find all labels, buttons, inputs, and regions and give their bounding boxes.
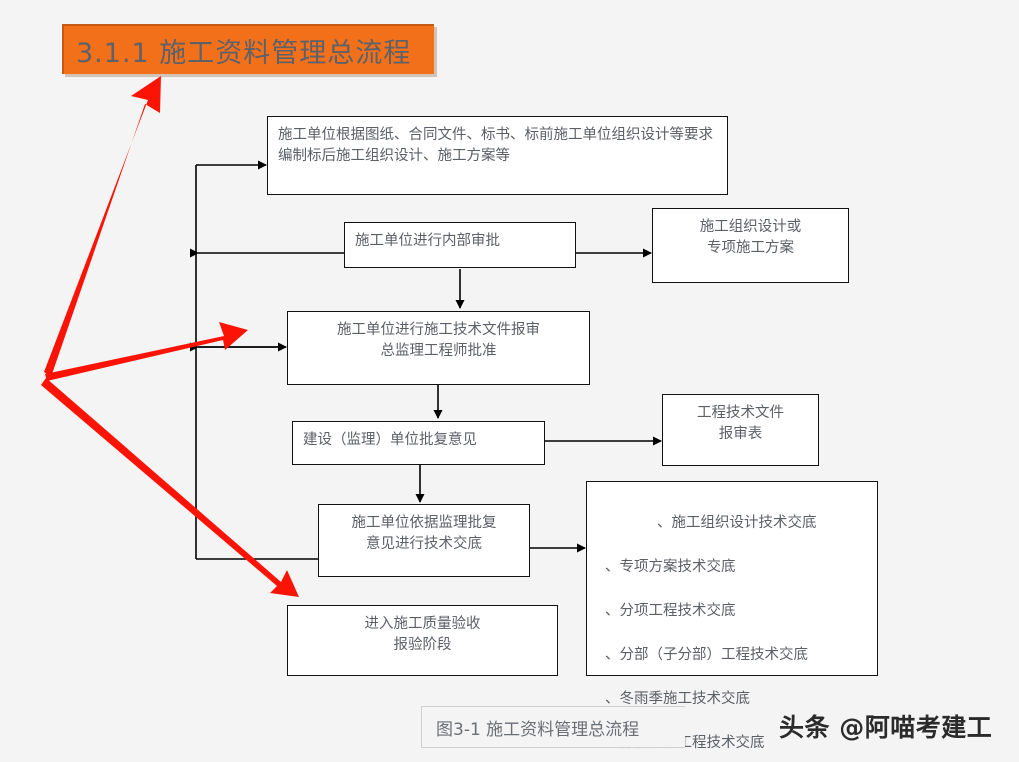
figure-caption-text: 图3-1 施工资料管理总流程 bbox=[436, 719, 640, 740]
figure-caption: 图3-1 施工资料管理总流程 bbox=[421, 706, 685, 748]
node-owner-supervisor-reply-text: 建设（监理）单位批复意见 bbox=[303, 432, 477, 448]
red-arrow-to-tech-doc bbox=[45, 322, 248, 381]
node-internal-approval: 施工单位进行内部审批 bbox=[344, 222, 576, 268]
node-tech-doc-review-form: 工程技术文件 报审表 bbox=[662, 394, 819, 466]
disclosure-list-item-2: 、分项工程技术交底 bbox=[605, 603, 736, 620]
node-tech-doc-submission-text: 施工单位进行施工技术文件报审 总监理工程师批准 bbox=[337, 322, 540, 360]
disclosure-list-item-1: 、专项方案技术交底 bbox=[605, 559, 736, 576]
section-title-banner: 3.1.1 施工资料管理总流程 bbox=[62, 24, 434, 74]
disclosure-list-item-4: 、冬雨季施工技术交底 bbox=[605, 691, 750, 708]
node-owner-supervisor-reply: 建设（监理）单位批复意见 bbox=[292, 421, 545, 465]
node-tech-disclosure: 施工单位依据监理批复 意见进行技术交底 bbox=[318, 504, 530, 577]
node-tech-doc-submission: 施工单位进行施工技术文件报审 总监理工程师批准 bbox=[287, 311, 590, 385]
node-internal-approval-text: 施工单位进行内部审批 bbox=[355, 233, 500, 249]
node-prepare-plan: 施工单位根据图纸、合同文件、标书、标前施工单位组织设计等要求 编制标后施工组织设… bbox=[267, 116, 728, 195]
disclosure-list-item-3: 、分部（子分部）工程技术交底 bbox=[605, 647, 808, 664]
node-prepare-plan-text: 施工单位根据图纸、合同文件、标书、标前施工单位组织设计等要求 编制标后施工组织设… bbox=[278, 127, 713, 165]
node-enter-acceptance-text: 进入施工质量验收 报验阶段 bbox=[364, 616, 481, 654]
disclosure-list-item-0: 、施工组织设计技术交底 bbox=[657, 515, 817, 532]
red-arrow-to-acceptance bbox=[41, 378, 299, 597]
node-disclosure-list: 、施工组织设计技术交底 、专项方案技术交底 、分项工程技术交底 、分部（子分部）… bbox=[586, 481, 878, 751]
node-tech-disclosure-text: 施工单位依据监理批复 意见进行技术交底 bbox=[351, 515, 497, 553]
red-arrow-to-title bbox=[44, 76, 161, 377]
node-tech-doc-review-form-text: 工程技术文件 报审表 bbox=[697, 405, 784, 443]
section-title-text: 3.1.1 施工资料管理总流程 bbox=[76, 37, 412, 69]
watermark-text: 头条 @阿喵考建工 bbox=[779, 713, 993, 742]
node-enter-acceptance: 进入施工质量验收 报验阶段 bbox=[287, 605, 558, 676]
node-org-design-or-special-plan: 施工组织设计或 专项施工方案 bbox=[652, 208, 849, 283]
watermark: 头条 @阿喵考建工 bbox=[779, 708, 992, 744]
node-org-design-or-special-plan-text: 施工组织设计或 专项施工方案 bbox=[699, 219, 802, 257]
